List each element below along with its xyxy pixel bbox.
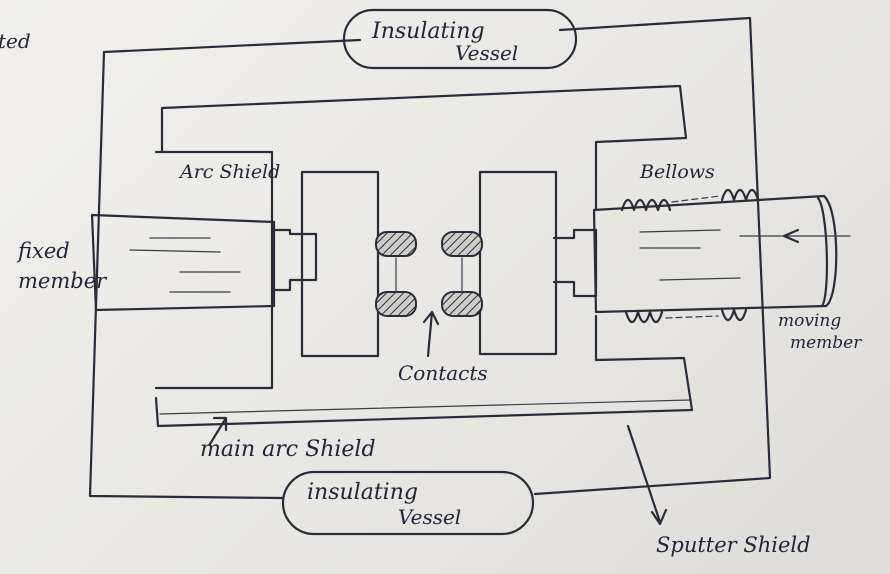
contact-lower-left xyxy=(376,292,416,316)
contacts-arrow xyxy=(424,312,438,356)
sputter-shield-arrow xyxy=(628,426,666,524)
bellows-label: Bellows xyxy=(639,161,715,183)
arc-shield-block xyxy=(156,152,272,388)
moving-member-label-line1: moving xyxy=(778,311,841,331)
moving-contact-block xyxy=(480,172,556,354)
contact-lower-right xyxy=(442,292,482,316)
fixed-member-stub xyxy=(274,230,316,290)
moving-member-label-line2: member xyxy=(790,333,862,353)
fixed-contact-block xyxy=(302,172,378,356)
insulating-vessel-top-line2: Vessel xyxy=(455,41,518,65)
main-arc-shield-frame xyxy=(162,86,686,210)
insulating-vessel-top-label: Insulating Vessel xyxy=(344,10,576,68)
contacts-label: Contacts xyxy=(398,361,488,385)
sputter-shield-label: Sputter Shield xyxy=(656,533,811,557)
arc-shield-label: Arc Shield xyxy=(178,161,280,183)
insulating-vessel-bottom-label: insulating Vessel xyxy=(283,472,533,534)
contact-upper-right xyxy=(442,232,482,256)
fixed-member-rod xyxy=(92,215,274,310)
insulating-vessel-bottom-line2: Vessel xyxy=(398,505,461,529)
fixed-member-label-line2: member xyxy=(18,269,108,293)
moving-member-stub xyxy=(554,230,596,296)
bellows-coils xyxy=(622,190,758,322)
contact-upper-left xyxy=(376,232,416,256)
top-left-fragment: ted xyxy=(0,29,31,53)
moving-member-rod xyxy=(594,196,850,312)
insulating-vessel-bottom-line1: insulating xyxy=(307,480,418,505)
main-arc-shield-label: main arc Shield xyxy=(200,437,376,462)
fixed-member-label-line1: fixed xyxy=(16,239,70,263)
